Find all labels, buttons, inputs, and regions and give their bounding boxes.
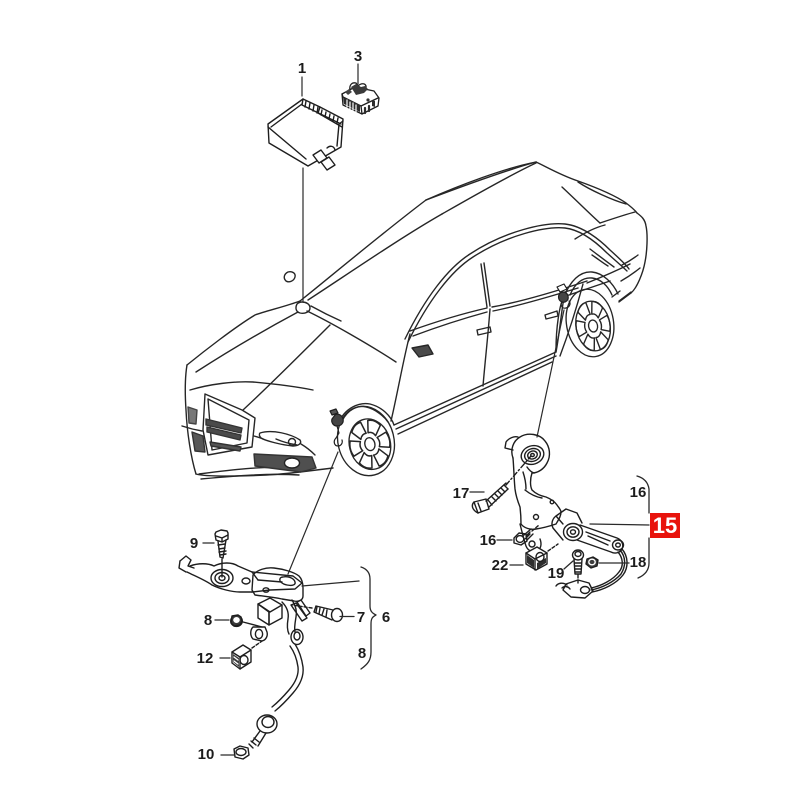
svg-text:17: 17 [453, 485, 470, 502]
svg-text:9: 9 [190, 535, 198, 552]
svg-text:15: 15 [653, 513, 677, 538]
svg-text:16: 16 [480, 532, 497, 549]
svg-text:18: 18 [630, 554, 647, 571]
svg-text:3: 3 [354, 48, 362, 65]
svg-text:12: 12 [197, 650, 214, 667]
svg-text:19: 19 [548, 565, 565, 582]
svg-text:7: 7 [357, 609, 365, 626]
svg-text:8: 8 [358, 645, 366, 662]
svg-text:6: 6 [382, 609, 390, 626]
svg-text:10: 10 [198, 746, 215, 763]
svg-text:8: 8 [204, 612, 212, 629]
svg-text:16: 16 [630, 484, 647, 501]
svg-text:1: 1 [298, 60, 306, 77]
svg-text:22: 22 [492, 557, 509, 574]
